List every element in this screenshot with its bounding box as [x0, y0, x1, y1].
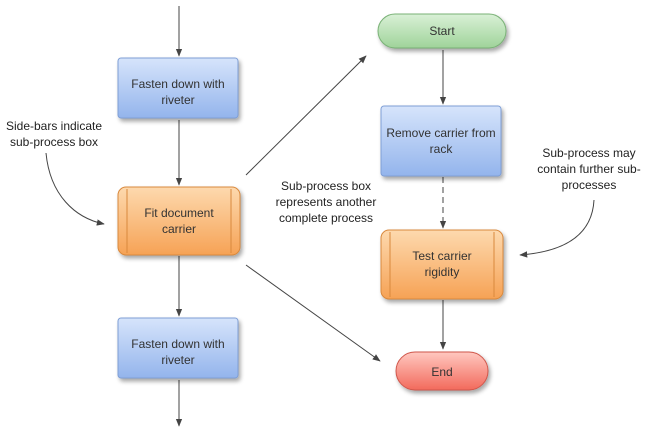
annotation-arrow-sidebars	[45, 152, 105, 226]
annotation-subprocess-box: Sub-process box represents another compl…	[276, 179, 377, 225]
node-label-line: Test carrier	[412, 249, 471, 263]
annotation-line: Side-bars indicate	[6, 119, 102, 133]
annotation-line: processes	[562, 178, 617, 192]
node-label-line: riveter	[161, 93, 194, 107]
node-label-line: rigidity	[425, 265, 460, 279]
annotation-line: complete process	[279, 211, 373, 225]
annotation-arrow-further	[519, 199, 595, 258]
annotation-line: contain further sub-	[537, 162, 640, 176]
node-label-line: Fit document	[144, 206, 214, 220]
annotation-sidebars: Side-bars indicate sub-process box	[6, 119, 102, 149]
node-label-line: Start	[429, 24, 455, 38]
end-terminator[interactable]: End	[395, 351, 489, 391]
process-box-fasten-top[interactable]: Fasten down with riveter	[117, 57, 239, 119]
node-label-line: Remove carrier from	[386, 126, 495, 140]
process-box-remove-carrier[interactable]: Remove carrier from rack	[380, 105, 502, 177]
subprocess-box-fit-document[interactable]: Fit document carrier	[117, 186, 241, 256]
annotation-line: Sub-process box	[281, 179, 371, 193]
annotation-further-subprocesses: Sub-process may contain further sub- pro…	[537, 146, 640, 192]
connector-expand-to-start	[245, 55, 367, 176]
start-terminator[interactable]: Start	[377, 13, 507, 49]
node-label-line: Fasten down with	[131, 337, 224, 351]
node-label-line: Fasten down with	[131, 77, 224, 91]
node-label-line: riveter	[161, 353, 194, 367]
node-label-line: End	[431, 365, 452, 379]
node-label-line: carrier	[162, 222, 196, 236]
process-box-fasten-bottom[interactable]: Fasten down with riveter	[117, 317, 239, 379]
node-label-line: rack	[430, 142, 454, 156]
annotation-line: represents another	[276, 195, 377, 209]
annotation-line: sub-process box	[10, 135, 98, 149]
connector-expand-to-end	[245, 264, 381, 362]
annotation-line: Sub-process may	[542, 146, 635, 160]
subprocess-box-test-carrier[interactable]: Test carrier rigidity	[380, 229, 504, 300]
